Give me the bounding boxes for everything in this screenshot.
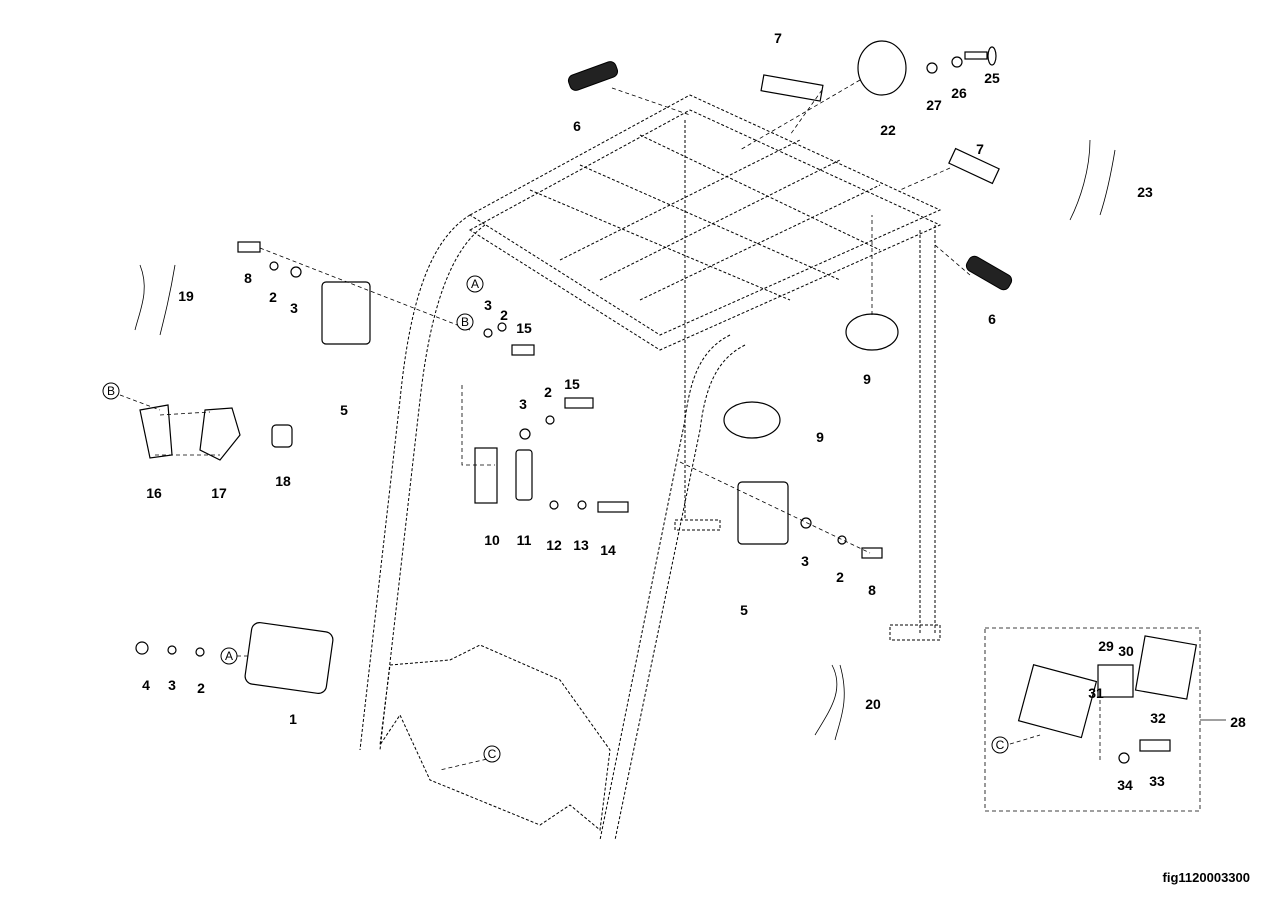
label-part-7: 7: [976, 141, 984, 157]
label-part-8: 8: [868, 582, 876, 598]
reflector-7-top: [760, 74, 824, 102]
ref-marker-b: B: [456, 313, 474, 331]
lamp-9-center: [723, 401, 781, 439]
label-part-12: 12: [546, 537, 562, 553]
label-part-3: 3: [801, 553, 809, 569]
work-lamp-6-right: [965, 255, 1013, 291]
svg-text:A: A: [225, 649, 233, 663]
label-part-7: 7: [774, 30, 782, 46]
overhead-guard-frame: [359, 94, 942, 841]
label-part-2: 2: [544, 384, 552, 400]
part-labels: 6 7 22 27 26 25 7 23 6 19 8 2 3 3 2 15 5…: [142, 30, 1246, 793]
label-part-2: 2: [500, 307, 508, 323]
label-part-9: 9: [863, 371, 871, 387]
svg-text:A: A: [471, 277, 479, 291]
label-part-16: 16: [146, 485, 162, 501]
label-part-1: 1: [289, 711, 297, 727]
ref-marker-c: C: [483, 745, 501, 763]
harness-23: [1069, 139, 1116, 221]
label-part-5: 5: [340, 402, 348, 418]
label-part-8: 8: [244, 270, 252, 286]
label-part-33: 33: [1149, 773, 1165, 789]
fuse-box-28: [1017, 663, 1098, 739]
relay-29: [1097, 664, 1134, 698]
work-lamp-6-top: [567, 61, 619, 91]
lamp-11: [515, 449, 533, 501]
label-part-6: 6: [988, 311, 996, 327]
ref-marker-a: A: [220, 647, 238, 665]
label-part-2: 2: [197, 680, 205, 696]
label-part-15: 15: [516, 320, 532, 336]
label-part-15: 15: [564, 376, 580, 392]
label-part-2: 2: [269, 289, 277, 305]
label-part-27: 27: [926, 97, 942, 113]
leader-lines: [119, 79, 1226, 812]
svg-text:B: B: [461, 315, 469, 329]
label-part-3: 3: [484, 297, 492, 313]
label-part-9: 9: [816, 429, 824, 445]
label-part-5: 5: [740, 602, 748, 618]
label-part-22: 22: [880, 122, 896, 138]
ref-marker-c: C: [991, 736, 1009, 754]
label-part-14: 14: [600, 542, 616, 558]
label-part-28: 28: [1230, 714, 1246, 730]
beacon-22: [857, 40, 907, 96]
part-shapes: [134, 40, 1197, 764]
reference-markers: A B B A C C: [102, 275, 1009, 763]
label-part-2: 2: [836, 569, 844, 585]
bracket-5-right: [737, 481, 789, 545]
housing-17: [199, 407, 241, 461]
lamp-9-right: [845, 313, 899, 351]
label-part-29: 29: [1098, 638, 1114, 654]
label-part-3: 3: [290, 300, 298, 316]
headlamp-1: [244, 622, 334, 694]
label-part-26: 26: [951, 85, 967, 101]
label-part-13: 13: [573, 537, 589, 553]
reflector-7-right: [948, 147, 1000, 185]
label-part-25: 25: [984, 70, 1000, 86]
svg-text:C: C: [488, 747, 497, 761]
label-part-19: 19: [178, 288, 194, 304]
label-part-23: 23: [1137, 184, 1153, 200]
label-part-11: 11: [517, 532, 532, 548]
label-part-18: 18: [275, 473, 291, 489]
bracket-5-left: [321, 281, 371, 345]
label-part-20: 20: [865, 696, 881, 712]
label-part-10: 10: [484, 532, 500, 548]
harness-19: [134, 264, 176, 336]
fuse-box-group-outline: [984, 627, 1201, 812]
label-part-30: 30: [1118, 643, 1134, 659]
lens-16: [139, 404, 173, 459]
svg-text:B: B: [107, 384, 115, 398]
svg-text:C: C: [996, 738, 1005, 752]
fuse-box-cover-30: [1134, 635, 1197, 700]
harness-20: [814, 664, 845, 741]
ref-marker-b: B: [102, 382, 120, 400]
label-part-3: 3: [519, 396, 527, 412]
label-part-31: 31: [1088, 685, 1104, 701]
figure-id: fig1120003300: [1163, 870, 1250, 885]
ref-marker-a: A: [466, 275, 484, 293]
bracket-10: [474, 447, 498, 504]
label-part-4: 4: [142, 677, 150, 693]
socket-18: [271, 424, 293, 448]
label-part-32: 32: [1150, 710, 1166, 726]
label-part-34: 34: [1117, 777, 1133, 793]
label-part-6: 6: [573, 118, 581, 134]
label-part-3: 3: [168, 677, 176, 693]
label-part-17: 17: [211, 485, 227, 501]
